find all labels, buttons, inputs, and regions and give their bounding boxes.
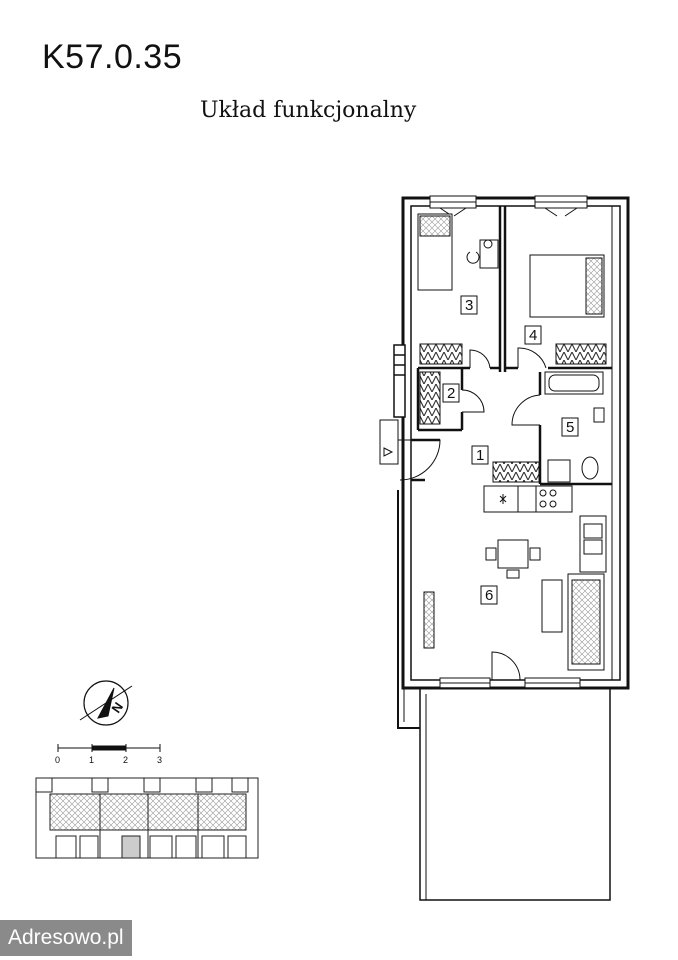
- terrace-outline: [419, 687, 611, 901]
- room-3-furniture: [417, 213, 499, 291]
- side-element: [393, 344, 406, 418]
- room-label-6: 6: [480, 585, 498, 605]
- svg-text:1: 1: [89, 755, 94, 765]
- room-label-2: 2: [442, 383, 460, 403]
- watermark: Adresowo.pl: [0, 920, 132, 956]
- wardrobes: [419, 343, 607, 483]
- room-4-bed: [529, 254, 605, 318]
- dining-table: [485, 539, 541, 579]
- unit-code: K57.0.35: [42, 38, 183, 76]
- svg-text:4: 4: [529, 327, 537, 344]
- room-label-4: 4: [524, 325, 542, 345]
- svg-text:3: 3: [465, 297, 473, 314]
- doors: [379, 347, 547, 681]
- svg-text:3: 3: [157, 755, 162, 765]
- svg-text:2: 2: [123, 755, 128, 765]
- svg-text:0: 0: [55, 755, 60, 765]
- room-label-5: 5: [561, 417, 579, 437]
- svg-text:N: N: [108, 699, 126, 715]
- svg-text:2: 2: [447, 385, 455, 402]
- scale-bar: 0 1 2 3: [55, 744, 162, 765]
- svg-text:5: 5: [566, 419, 574, 436]
- building-key-plan: [35, 777, 259, 859]
- windows: [429, 195, 588, 689]
- layout-subtitle: Układ funkcjonalny: [200, 98, 417, 123]
- room-label-1: 1: [471, 445, 489, 465]
- bathroom-fixtures: [544, 371, 605, 483]
- svg-text:1: 1: [476, 447, 484, 464]
- living-room-furniture: [423, 573, 605, 671]
- compass-icon: N: [79, 680, 133, 726]
- room-label-3: 3: [460, 295, 478, 315]
- room-labels: 1 2 3 4 5 6: [442, 295, 579, 605]
- svg-text:6: 6: [485, 587, 493, 604]
- kitchen: [483, 485, 607, 573]
